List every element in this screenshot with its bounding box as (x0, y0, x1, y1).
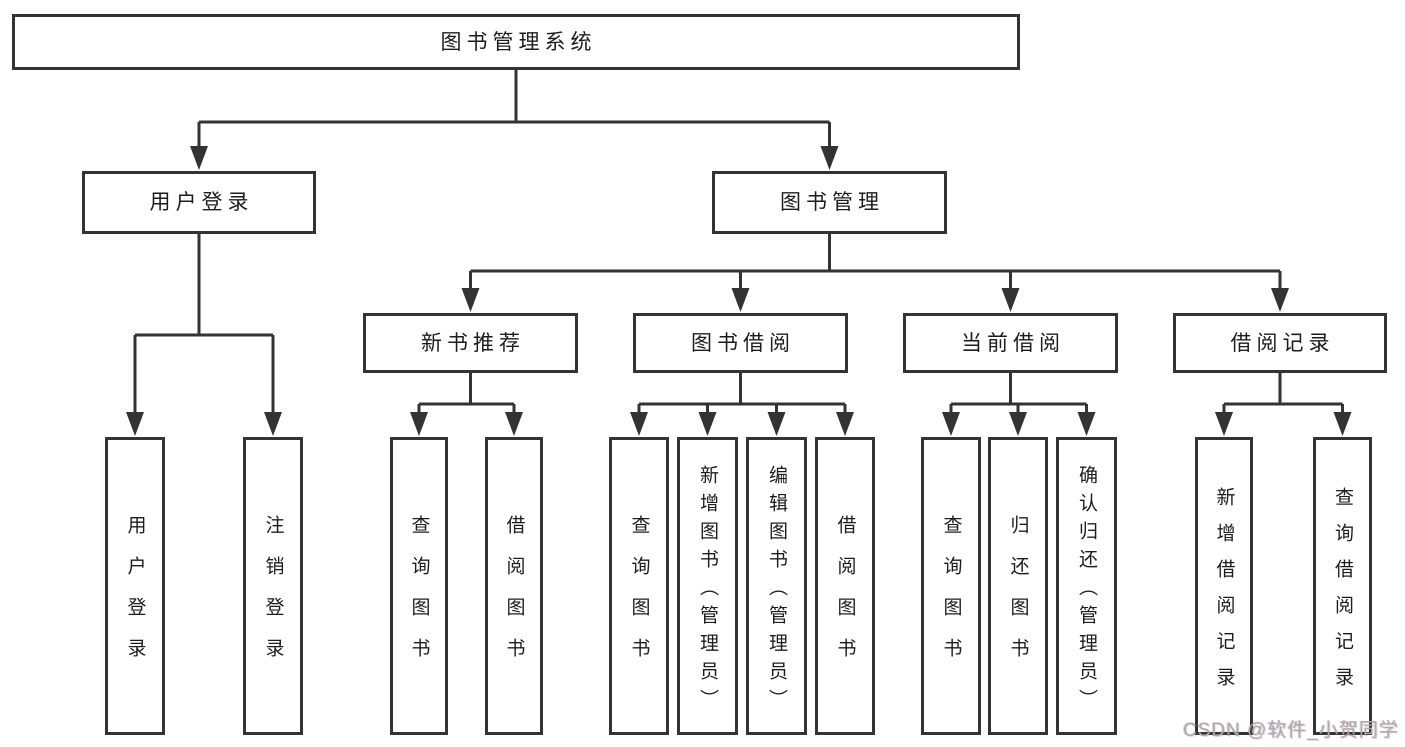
leaf-logout: 注销登录 (243, 437, 303, 735)
leaf-records-query-record-label: 查询借阅记录 (1332, 486, 1353, 703)
leaf-borrow-add-book-admin-label: 新增图书（管理员） (697, 464, 718, 717)
leaf-recommend-borrow-book-label: 借阅图书 (503, 515, 525, 679)
node-user-login: 用户登录 (82, 171, 316, 234)
node-new-book-recommend: 新书推荐 (363, 313, 578, 373)
node-current-borrow-label: 当前借阅 (961, 331, 1065, 355)
leaf-current-query-book-label: 查询图书 (940, 515, 962, 679)
edge-arrowheads (126, 146, 1352, 436)
csdn-watermark: CSDN @软件_小贺同学 (1183, 720, 1399, 741)
node-book-borrow: 图书借阅 (633, 313, 848, 373)
leaf-borrow-borrow-book: 借阅图书 (815, 437, 875, 735)
leaf-logout-label: 注销登录 (262, 515, 284, 679)
node-borrow-records: 借阅记录 (1173, 313, 1387, 373)
leaf-borrow-borrow-book-label: 借阅图书 (834, 515, 856, 679)
leaf-records-add-record: 新增借阅记录 (1195, 437, 1253, 735)
node-root-label: 图书管理系统 (440, 30, 597, 54)
leaf-current-confirm-return-admin-label: 确认归还（管理员） (1076, 464, 1097, 717)
node-root: 图书管理系统 (12, 14, 1020, 70)
leaf-borrow-query-book-label: 查询图书 (628, 515, 650, 679)
leaf-recommend-borrow-book: 借阅图书 (485, 437, 543, 735)
leaf-borrow-add-book-admin: 新增图书（管理员） (677, 437, 738, 735)
leaf-borrow-edit-book-admin-label: 编辑图书（管理员） (766, 464, 787, 717)
leaf-recommend-query-book: 查询图书 (390, 437, 448, 735)
leaf-records-query-record: 查询借阅记录 (1313, 437, 1372, 735)
leaf-recommend-query-book-label: 查询图书 (408, 515, 430, 679)
leaf-current-confirm-return-admin: 确认归还（管理员） (1056, 437, 1117, 735)
node-new-book-recommend-label: 新书推荐 (421, 331, 525, 355)
leaf-current-query-book: 查询图书 (921, 437, 981, 735)
node-current-borrow: 当前借阅 (903, 313, 1118, 373)
node-borrow-records-label: 借阅记录 (1230, 331, 1335, 355)
node-book-management: 图书管理 (712, 171, 947, 234)
edge-lines (133, 70, 1344, 413)
node-book-borrow-label: 图书借阅 (691, 331, 795, 355)
leaf-borrow-query-book: 查询图书 (609, 437, 669, 735)
leaf-user-login: 用户登录 (105, 437, 165, 735)
node-user-login-label: 用户登录 (149, 191, 254, 214)
node-book-management-label: 图书管理 (780, 191, 884, 214)
leaf-borrow-edit-book-admin: 编辑图书（管理员） (746, 437, 807, 735)
leaf-user-login-label: 用户登录 (124, 515, 146, 679)
leaf-current-return-book: 归还图书 (988, 437, 1048, 735)
leaf-records-add-record-label: 新增借阅记录 (1213, 486, 1235, 703)
leaf-current-return-book-label: 归还图书 (1007, 515, 1029, 679)
